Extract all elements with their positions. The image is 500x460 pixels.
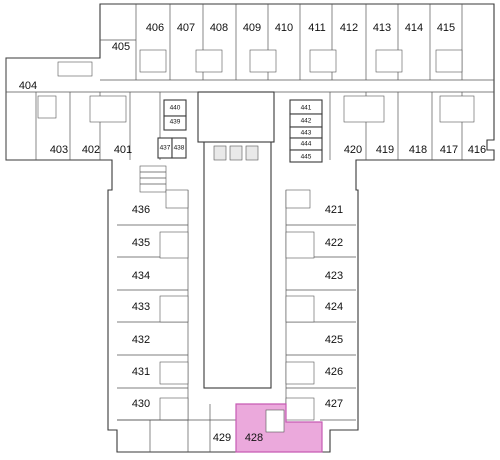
right-wing-rooms — [329, 92, 475, 160]
room-label-406[interactable]: 406 — [146, 22, 164, 34]
room-label-425[interactable]: 425 — [325, 334, 343, 346]
room-label-434[interactable]: 434 — [132, 270, 150, 282]
room-labels: 404 405 406 407 408 409 410 411 412 413 … — [19, 22, 486, 444]
room-label-427[interactable]: 427 — [325, 398, 343, 410]
room-label-413[interactable]: 413 — [373, 22, 391, 34]
room-label-445[interactable]: 445 — [301, 154, 312, 161]
room-label-420[interactable]: 420 — [344, 144, 362, 156]
room-label-418[interactable]: 418 — [409, 144, 427, 156]
room-label-436[interactable]: 436 — [132, 204, 150, 216]
room-label-428[interactable]: 428 — [245, 432, 263, 444]
small-rooms-right — [289, 99, 323, 163]
elevator-2 — [229, 145, 243, 161]
central-atrium — [203, 139, 272, 389]
room-label-405[interactable]: 405 — [112, 41, 130, 53]
stairwell — [139, 165, 167, 193]
elevator-1 — [213, 145, 227, 161]
room-label-423[interactable]: 423 — [325, 270, 343, 282]
room-label-426[interactable]: 426 — [325, 366, 343, 378]
atrium-top-bay — [197, 91, 275, 143]
room-label-416[interactable]: 416 — [468, 144, 486, 156]
room-label-433[interactable]: 433 — [132, 301, 150, 313]
room-label-402[interactable]: 402 — [82, 144, 100, 156]
room-label-441[interactable]: 441 — [301, 105, 312, 112]
room-label-409[interactable]: 409 — [243, 22, 261, 34]
room-label-404[interactable]: 404 — [19, 80, 37, 92]
south-end-rooms — [117, 404, 356, 452]
left-wing-rooms — [5, 58, 161, 160]
room-428-bath — [265, 409, 285, 433]
room-label-424[interactable]: 424 — [325, 301, 343, 313]
room-label-412[interactable]: 412 — [340, 22, 358, 34]
room-label-442[interactable]: 442 — [301, 118, 312, 125]
room-label-419[interactable]: 419 — [376, 144, 394, 156]
top-bathrooms — [57, 49, 463, 77]
room-label-415[interactable]: 415 — [437, 22, 455, 34]
room-label-444[interactable]: 444 — [301, 141, 312, 148]
room-label-422[interactable]: 422 — [325, 237, 343, 249]
room-label-431[interactable]: 431 — [132, 366, 150, 378]
room-label-429[interactable]: 429 — [213, 432, 231, 444]
elevator-3 — [245, 145, 259, 161]
room-label-410[interactable]: 410 — [275, 22, 293, 34]
room-label-417[interactable]: 417 — [440, 144, 458, 156]
room-label-438[interactable]: 438 — [174, 145, 185, 152]
south-wing-right-rooms — [285, 189, 356, 421]
room-label-439[interactable]: 439 — [170, 119, 181, 126]
room-label-421[interactable]: 421 — [325, 204, 343, 216]
room-label-401[interactable]: 401 — [114, 144, 132, 156]
room-label-432[interactable]: 432 — [132, 334, 150, 346]
room-label-403[interactable]: 403 — [50, 144, 68, 156]
small-rooms-left — [157, 99, 187, 159]
room-label-437[interactable]: 437 — [160, 145, 171, 152]
room-label-411[interactable]: 411 — [308, 22, 326, 34]
room-label-414[interactable]: 414 — [405, 22, 423, 34]
room-label-435[interactable]: 435 — [132, 237, 150, 249]
room-label-407[interactable]: 407 — [177, 22, 195, 34]
room-label-440[interactable]: 440 — [170, 105, 181, 112]
room-label-430[interactable]: 430 — [132, 398, 150, 410]
room-label-443[interactable]: 443 — [301, 130, 312, 137]
room-label-408[interactable]: 408 — [210, 22, 228, 34]
